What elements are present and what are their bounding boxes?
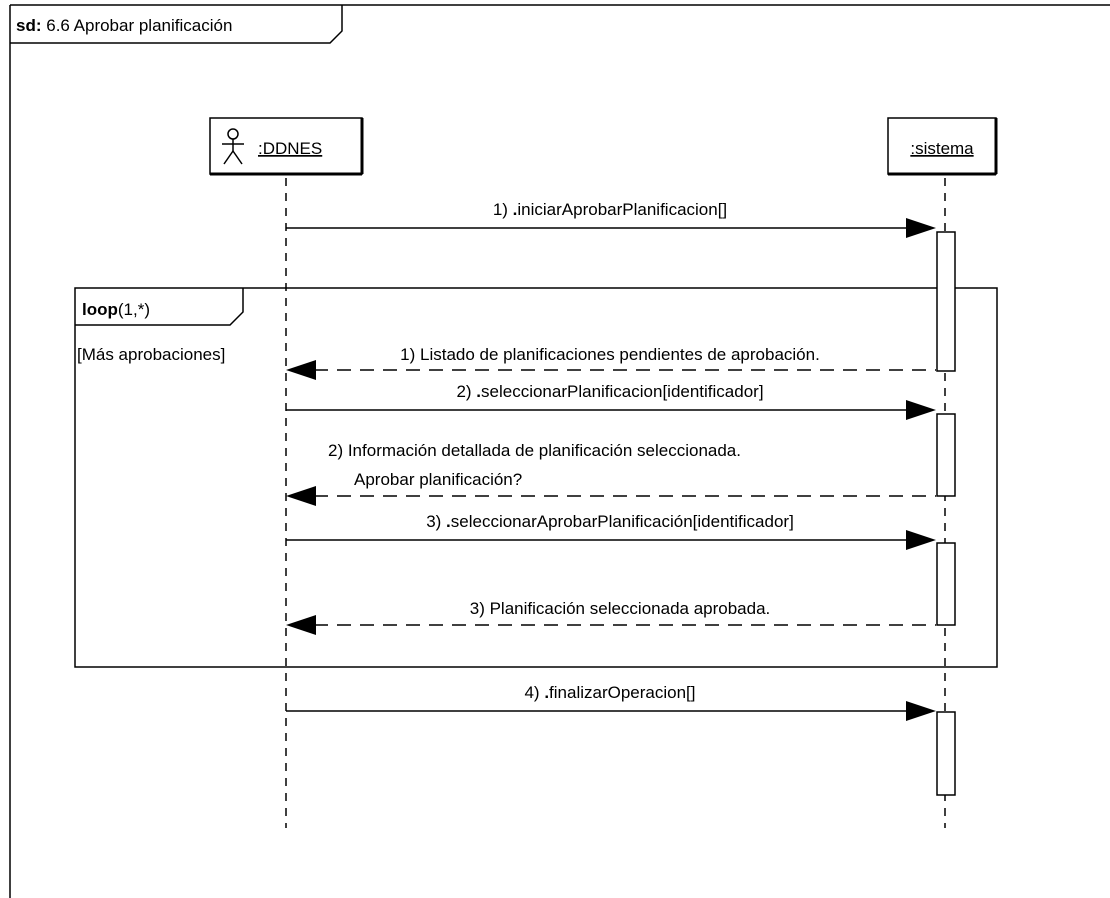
sd-frame: sd: 6.6 Aprobar planificación [9, 4, 1110, 898]
message-4-label[interactable]: 4) .finalizarOperacion[] [524, 683, 695, 702]
loop-guard: [Más aprobaciones] [77, 345, 225, 364]
return-2-label-line2[interactable]: Aprobar planificación? [354, 470, 522, 489]
message-2-label[interactable]: 2) .seleccionarPlanificacion[identificad… [456, 382, 763, 401]
loop-fragment: loop(1,*) [Más aprobaciones] [74, 287, 998, 668]
frame-title: sd: 6.6 Aprobar planificación [16, 16, 232, 35]
activation-bar [936, 711, 956, 796]
actor-stick-figure-icon [222, 128, 244, 165]
activation-bars [936, 231, 956, 796]
return-2-label-line1[interactable]: 2) Información detallada de planificació… [328, 441, 741, 460]
loop-keyword: loop [82, 300, 118, 319]
loop-label: loop(1,*) [82, 300, 150, 319]
return-1[interactable]: 1) Listado de planificaciones pendientes… [286, 345, 936, 380]
loop-label-tab [75, 288, 244, 326]
return-1-label[interactable]: 1) Listado de planificaciones pendientes… [400, 345, 820, 364]
message-1-label[interactable]: 1) .iniciarAprobarPlanificacion[] [493, 200, 727, 219]
activation-bar [936, 413, 956, 497]
arrowhead-filled-icon [286, 486, 316, 506]
message-4[interactable]: 4) .finalizarOperacion[] [286, 683, 936, 721]
arrowhead-filled-icon [906, 701, 936, 721]
arrowhead-filled-icon [906, 530, 936, 550]
message-3-label[interactable]: 3) .seleccionarAprobarPlanificación[iden… [426, 512, 794, 531]
arrowhead-filled-icon [286, 615, 316, 635]
lifeline-actor[interactable]: :DDNES [209, 117, 364, 176]
system-name: :sistema [910, 139, 974, 158]
lifeline-system[interactable]: :sistema [887, 117, 998, 176]
return-2[interactable]: 2) Información detallada de planificació… [286, 441, 936, 506]
actor-head-box[interactable] [209, 117, 363, 175]
message-2[interactable]: 2) .seleccionarPlanificacion[identificad… [286, 382, 936, 420]
message-1[interactable]: 1) .iniciarAprobarPlanificacion[] [286, 200, 936, 238]
frame-keyword: sd: [16, 16, 42, 35]
arrowhead-filled-icon [286, 360, 316, 380]
arrowhead-filled-icon [906, 400, 936, 420]
activation-bar [936, 231, 956, 372]
return-3-label[interactable]: 3) Planificación seleccionada aprobada. [470, 599, 771, 618]
frame-title-tab [10, 5, 343, 44]
message-3[interactable]: 3) .seleccionarAprobarPlanificación[iden… [286, 512, 936, 550]
loop-params: (1,*) [118, 300, 150, 319]
loop-frame [74, 287, 998, 668]
arrowhead-filled-icon [906, 218, 936, 238]
actor-name: :DDNES [258, 139, 322, 158]
frame-name: 6.6 Aprobar planificación [46, 16, 232, 35]
return-3[interactable]: 3) Planificación seleccionada aprobada. [286, 599, 936, 635]
activation-bar [936, 542, 956, 626]
